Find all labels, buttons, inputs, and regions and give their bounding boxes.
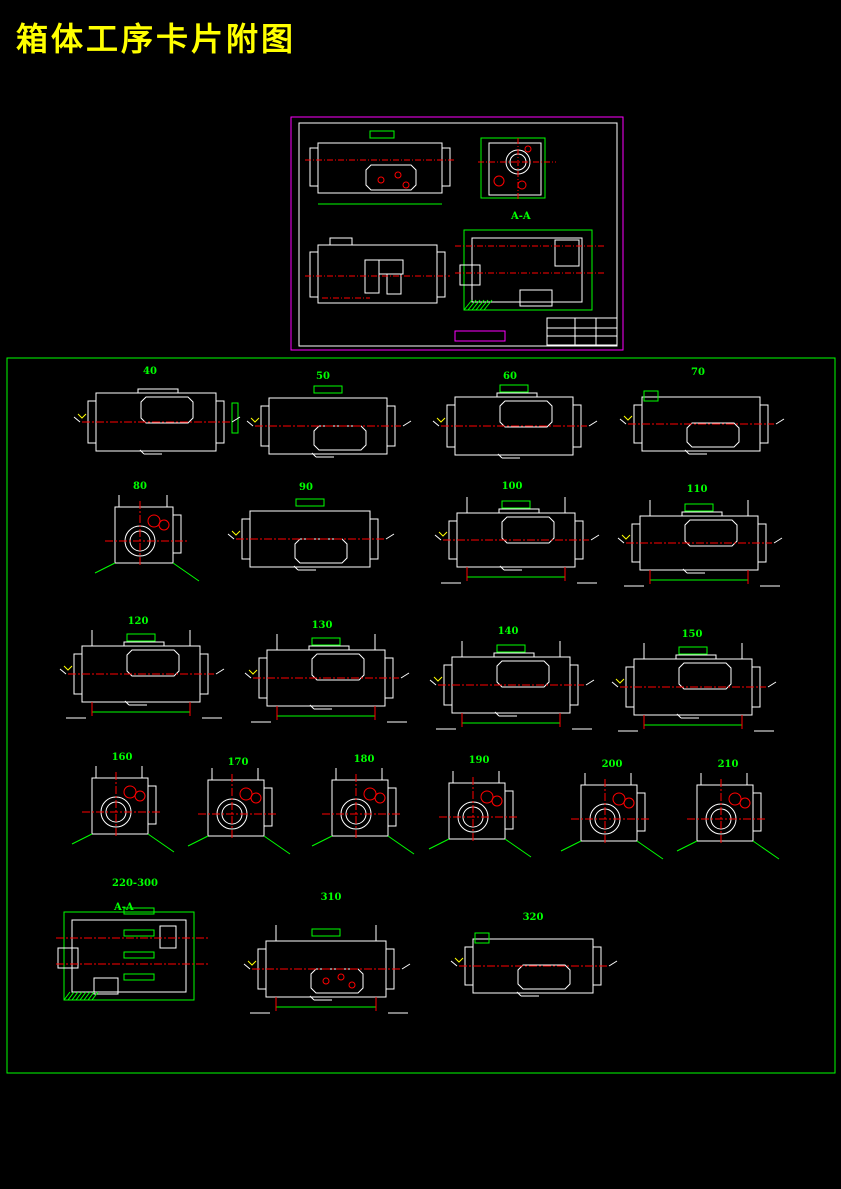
operation-sketch-140: 140 bbox=[429, 626, 595, 730]
operation-sketch-190: 190 bbox=[428, 755, 532, 858]
operation-number: 110 bbox=[687, 484, 708, 495]
operation-number: 200 bbox=[602, 759, 623, 770]
operation-number: 180 bbox=[354, 754, 375, 765]
operation-sketch-310: 310 bbox=[243, 892, 411, 1014]
operations-frame bbox=[6, 357, 836, 1074]
operation-sketch-50: 50 bbox=[246, 371, 412, 458]
operation-sketch-80: 80 bbox=[94, 481, 200, 582]
operation-sketch-120: 120 bbox=[59, 616, 225, 719]
operation-number: 130 bbox=[312, 620, 333, 631]
operation-number: 190 bbox=[469, 755, 490, 766]
operation-number: 80 bbox=[133, 481, 147, 492]
operation-number: 160 bbox=[112, 752, 133, 763]
page-title: 箱体工序卡片附图 bbox=[16, 20, 297, 58]
operation-sketch-90: 90 bbox=[227, 482, 395, 571]
operation-number: 140 bbox=[498, 626, 519, 637]
operation-sketch-220-300: A-A 220-300 bbox=[56, 878, 208, 1001]
operation-sketch-160: 160 bbox=[71, 752, 175, 853]
operation-sketch-110: 110 bbox=[617, 484, 783, 587]
operation-number: 150 bbox=[682, 629, 703, 640]
operation-number: 60 bbox=[503, 371, 517, 382]
operation-number: 120 bbox=[128, 616, 149, 627]
operation-number: 90 bbox=[299, 482, 313, 493]
operation-sketch-320: 320 bbox=[450, 912, 618, 997]
operation-number: 100 bbox=[502, 481, 523, 492]
operation-number: 320 bbox=[523, 912, 544, 923]
operation-sketch-60: 60 bbox=[432, 371, 598, 459]
assembly-drawing-sheet: A-A bbox=[290, 116, 624, 351]
operation-number: 40 bbox=[143, 366, 157, 377]
operation-number: 220-300 bbox=[112, 878, 158, 889]
operation-sketch-150: 150 bbox=[611, 629, 777, 732]
operation-sketch-40: 40 bbox=[73, 366, 241, 455]
operation-number: 310 bbox=[321, 892, 342, 903]
operation-sketch-210: 210 bbox=[676, 759, 780, 860]
operation-sketch-70: 70 bbox=[619, 367, 785, 455]
operation-sketch-180: 180 bbox=[311, 754, 415, 855]
operation-number: 170 bbox=[228, 757, 249, 768]
sheet-section-label: A-A bbox=[510, 211, 531, 222]
operation-sketch-130: 130 bbox=[244, 620, 410, 723]
operation-sketch-100: 100 bbox=[434, 481, 600, 584]
operation-number: 50 bbox=[316, 371, 330, 382]
operation-sketch-170: 170 bbox=[187, 757, 291, 855]
section-label-220: A-A bbox=[113, 902, 134, 913]
operation-number: 70 bbox=[691, 367, 705, 378]
operation-number: 210 bbox=[718, 759, 739, 770]
operation-sketch-200: 200 bbox=[560, 759, 664, 860]
